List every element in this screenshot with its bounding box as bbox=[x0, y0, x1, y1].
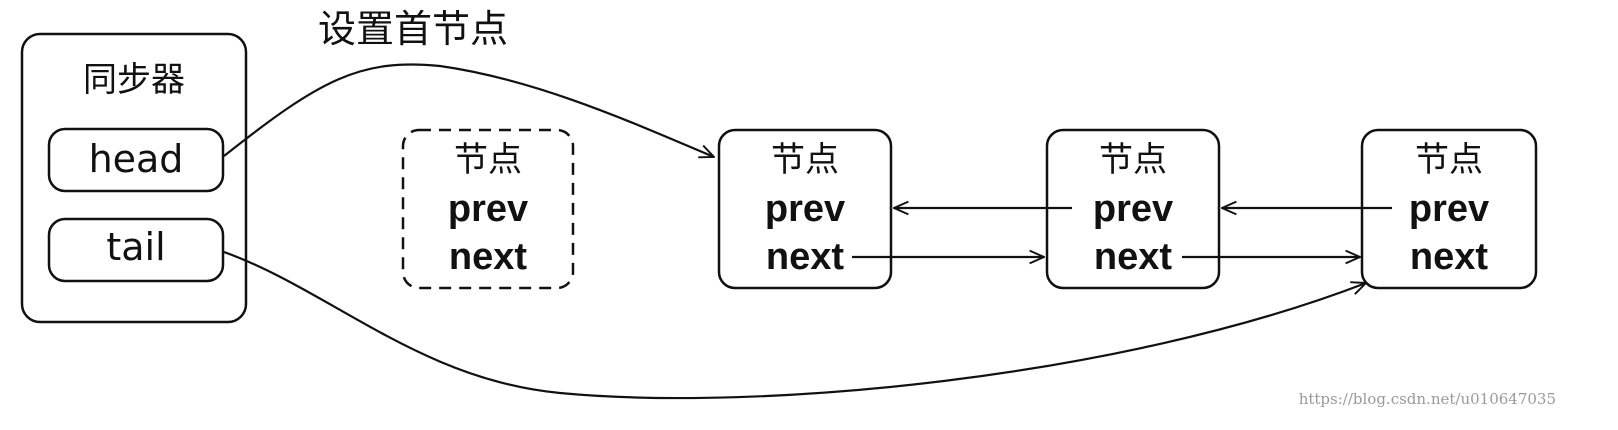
node-1-title: 节点 bbox=[771, 140, 839, 180]
node-3-next: next bbox=[1410, 236, 1488, 278]
head-field-label: head bbox=[89, 137, 184, 181]
head-field-box bbox=[47, 127, 225, 193]
node-new-dashed: 节点 prev next bbox=[401, 128, 575, 290]
node-1: 节点 prev next bbox=[717, 128, 893, 290]
node-3: 节点 prev next bbox=[1360, 128, 1538, 290]
node-new-next: next bbox=[449, 236, 527, 278]
node-1-next: next bbox=[766, 236, 844, 278]
node-2: 节点 prev next bbox=[1045, 128, 1221, 290]
synchronizer: 同步器 head tail bbox=[20, 32, 248, 324]
node-1-prev: prev bbox=[765, 188, 845, 230]
node-new-prev: prev bbox=[448, 188, 528, 230]
node-2-title: 节点 bbox=[1099, 140, 1167, 180]
node-3-title: 节点 bbox=[1415, 140, 1483, 180]
tail-field-label: tail bbox=[106, 225, 165, 269]
node-3-prev: prev bbox=[1409, 188, 1489, 230]
node-new-title: 节点 bbox=[454, 140, 522, 180]
synchronizer-title: 同步器 bbox=[83, 60, 185, 100]
head-pointer-arrow bbox=[223, 63, 714, 157]
node-2-prev: prev bbox=[1093, 188, 1173, 230]
tail-field-box bbox=[47, 217, 225, 283]
tail-pointer-arrow bbox=[223, 250, 1366, 400]
node-2-next: next bbox=[1094, 236, 1172, 278]
diagram-caption: 设置首节点 bbox=[318, 7, 508, 51]
node-new-box bbox=[401, 128, 575, 290]
watermark-url: https://blog.csdn.net/u010647035 bbox=[1299, 390, 1556, 408]
node-1-box bbox=[717, 128, 893, 290]
